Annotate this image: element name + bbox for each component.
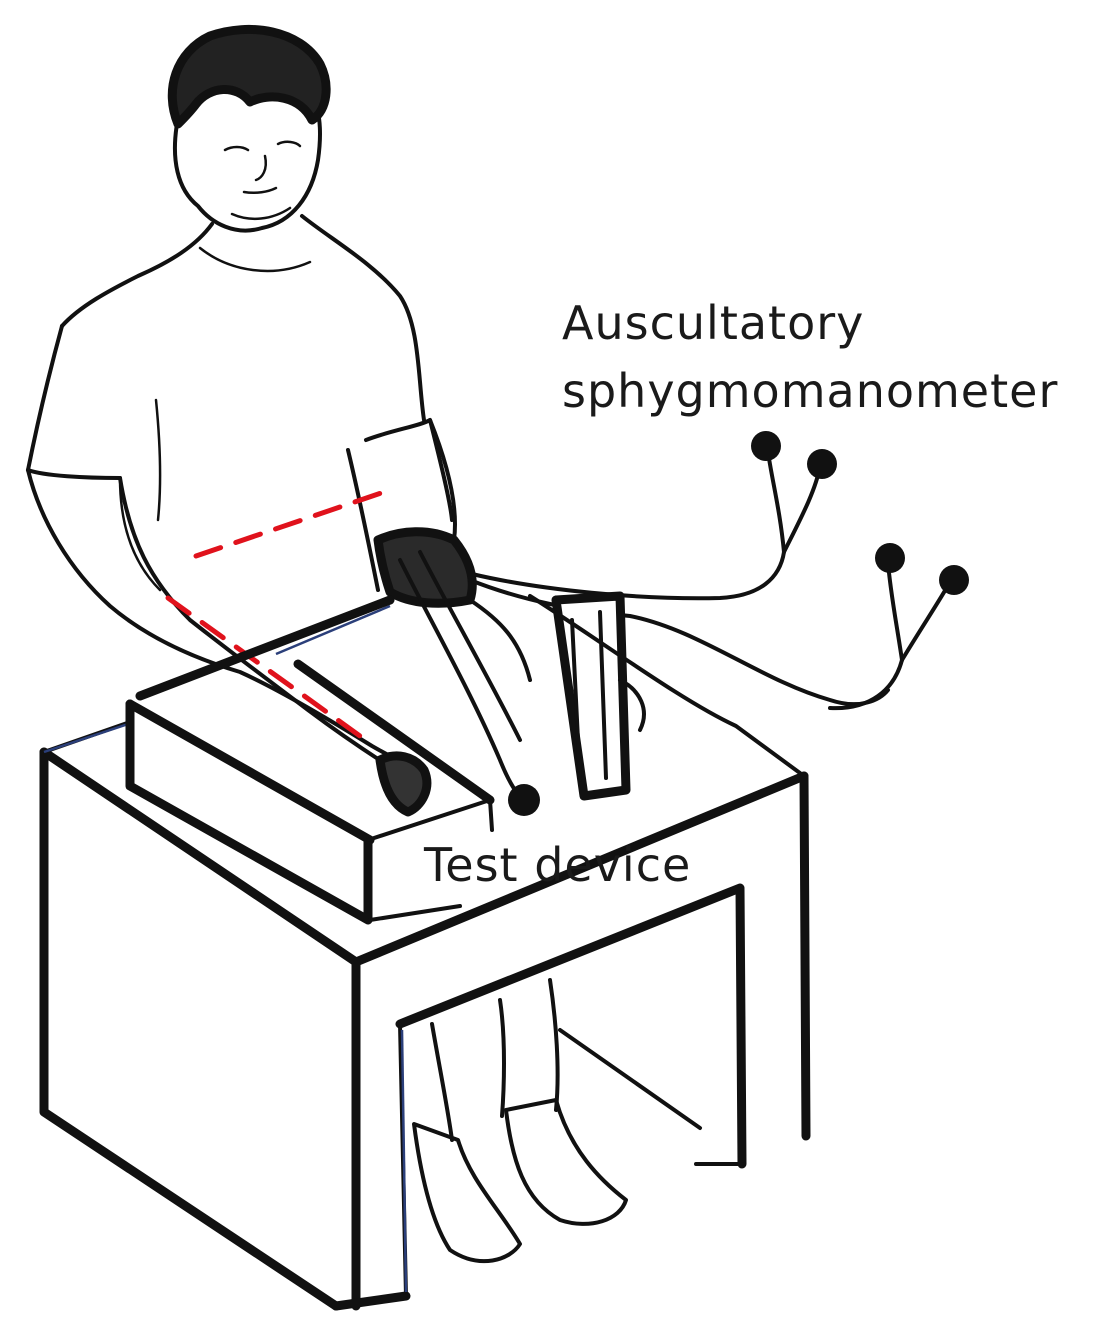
stethoscope xyxy=(470,431,969,711)
person-head xyxy=(167,24,331,233)
person-torso xyxy=(26,214,454,592)
sphygmomanometer-label-line2: sphygmomanometer xyxy=(562,364,1059,418)
reference-line-upper xyxy=(193,487,393,559)
person-legs xyxy=(412,978,628,1264)
right-arm-with-cuff xyxy=(346,418,890,707)
table xyxy=(39,594,811,1311)
sphygmomanometer-label-line1: Auscultatory xyxy=(562,296,865,350)
test-device-label: Test device xyxy=(424,838,692,892)
test-device xyxy=(125,595,495,925)
